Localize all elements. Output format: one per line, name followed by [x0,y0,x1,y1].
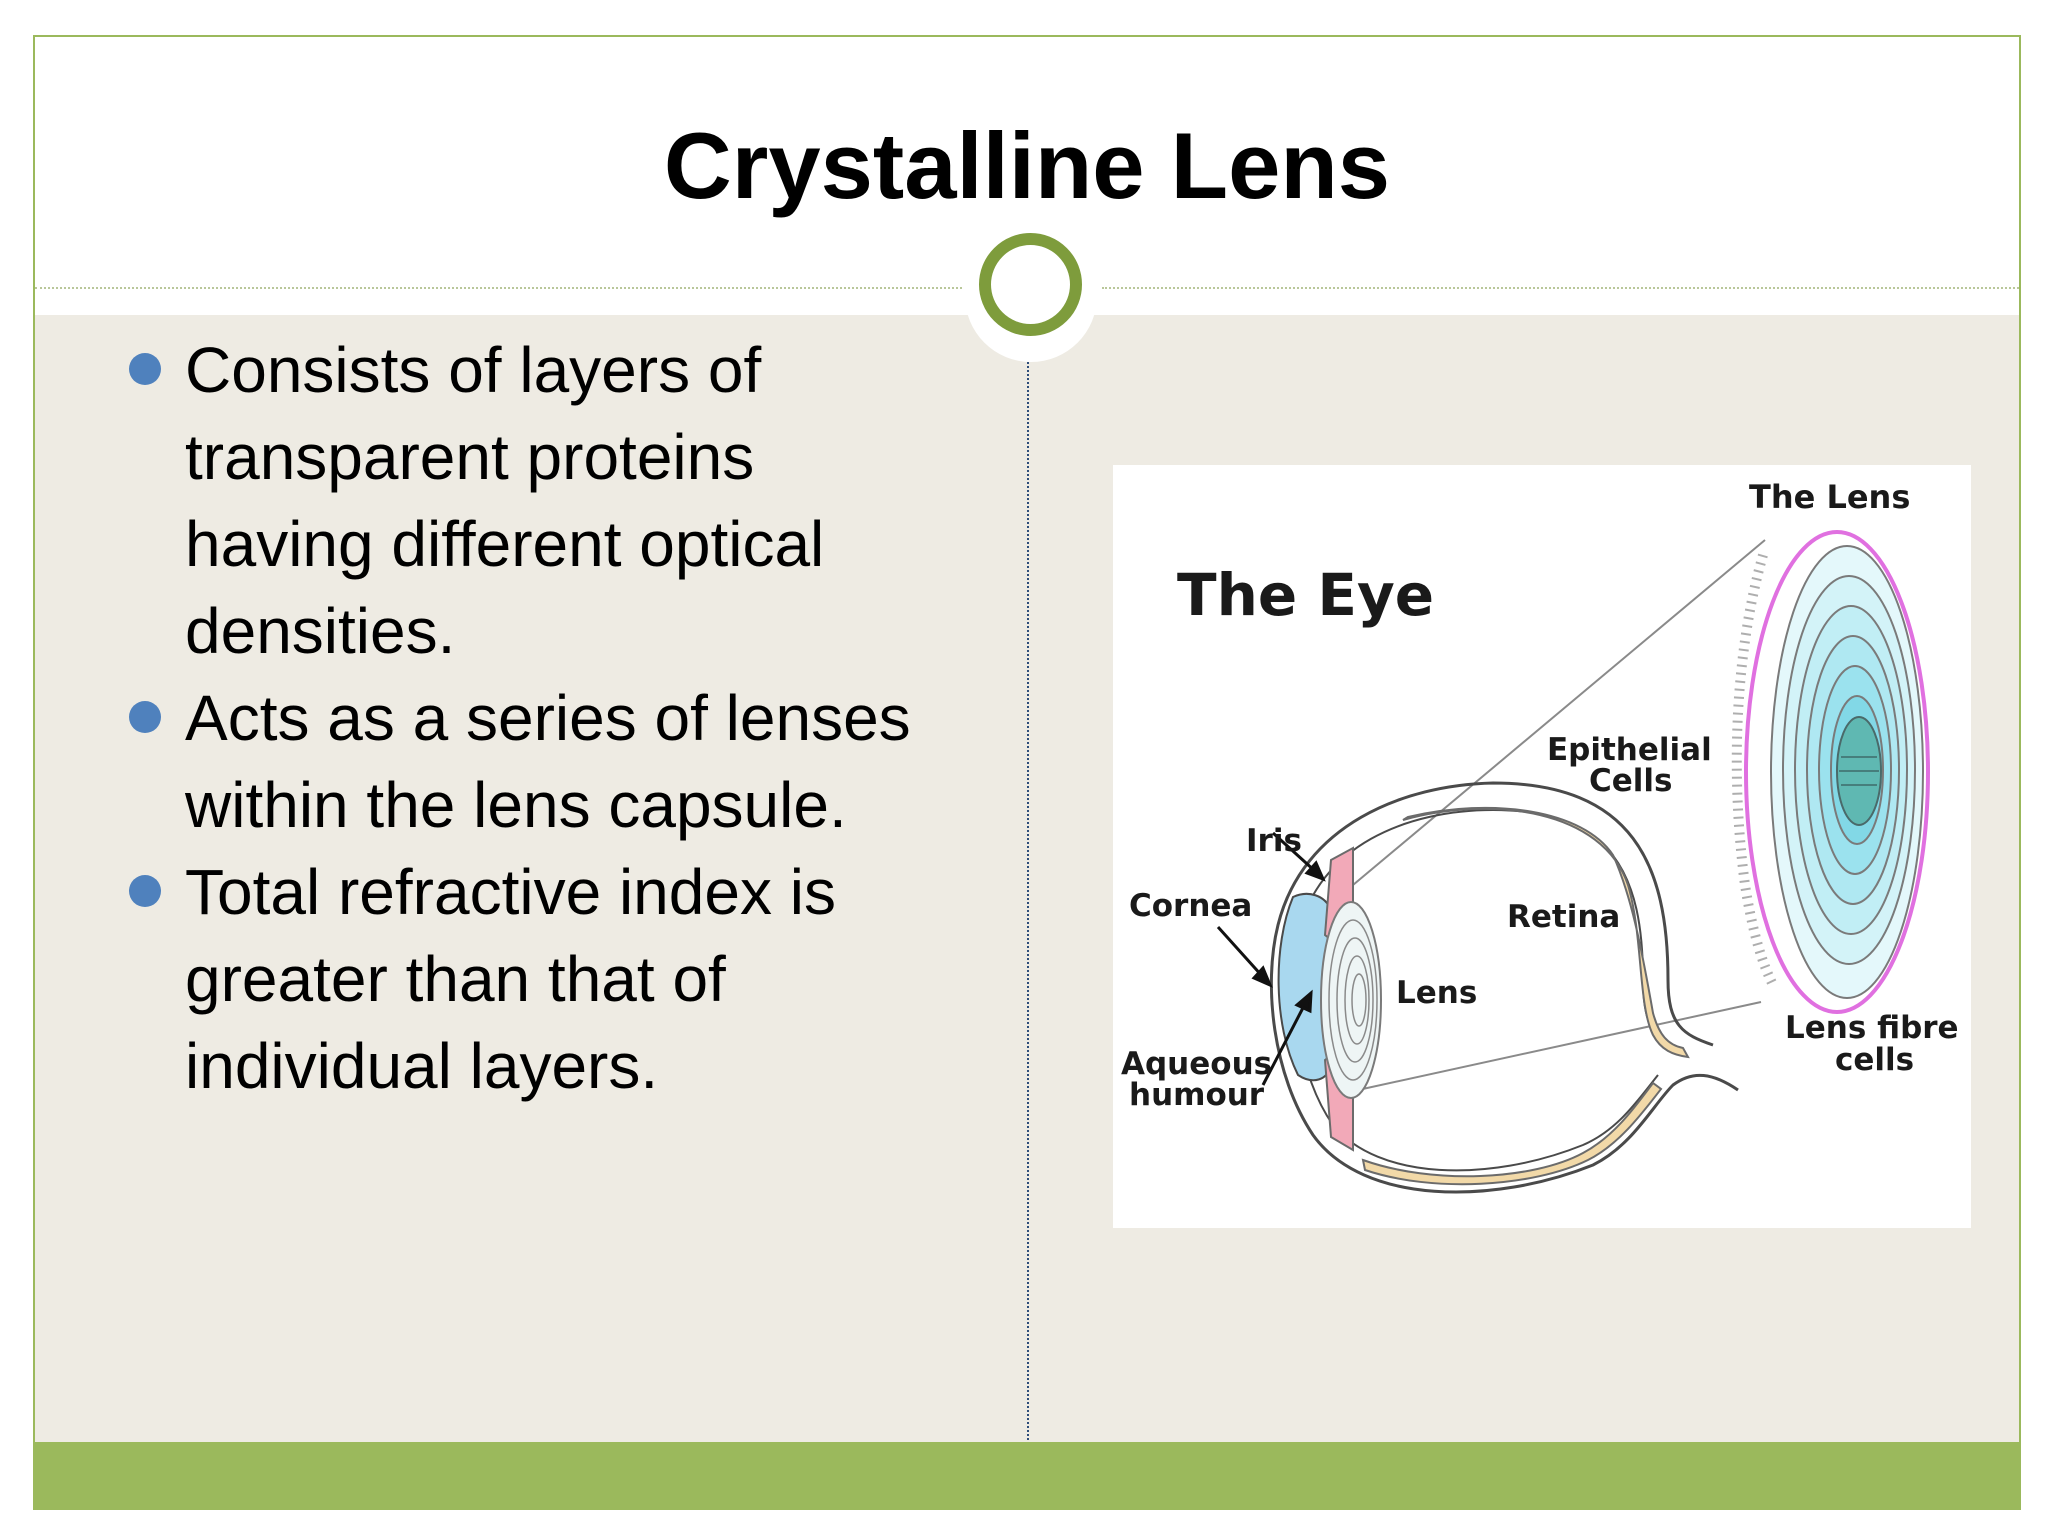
diagram-heading: The Eye [1177,561,1434,629]
projection-line-top [1352,539,1766,886]
label-lens-fibre: Lens fibre [1785,1010,1959,1046]
bullet-text: Acts as a series of lenses within the le… [185,682,911,841]
eye-diagram-illustration: The Eye [1121,478,1959,1194]
enlarged-lens [1731,530,1930,1014]
bullet-list: Consists of layers of transparent protei… [125,327,955,1110]
label-iris: Iris [1246,823,1302,859]
footer-bar [35,1442,2019,1508]
bullet-dot-icon [129,875,161,907]
bullet-text: Consists of layers of transparent protei… [185,334,825,667]
aqueous-humour-shape [1277,892,1332,1082]
slide: Crystalline Lens Consists of layers of t… [33,35,2021,1510]
label-aqueous: Aqueous [1121,1046,1272,1082]
bullet-dot-icon [129,701,161,733]
retina-shape [1402,806,1690,1059]
bullet-item: Total refractive index is greater than t… [125,849,955,1110]
label-lens: Lens [1396,975,1477,1011]
small-lens [1320,901,1382,1099]
eye-diagram: The Eye [1113,465,1971,1228]
bullet-text: Total refractive index is greater than t… [185,856,836,1102]
label-aqueous-humour: humour [1129,1077,1265,1113]
bullet-dot-icon [129,353,161,385]
slide-title: Crystalline Lens [663,113,1391,218]
ring-ornament [979,233,1082,336]
label-lens-fibre-cells: cells [1835,1042,1914,1078]
label-retina: Retina [1507,899,1620,935]
label-cornea: Cornea [1129,888,1252,924]
bullet-item: Acts as a series of lenses within the le… [125,675,955,849]
projection-line-bottom [1357,1001,1762,1091]
retina-lower-shape [1361,1081,1663,1186]
column-divider [1027,355,1029,1440]
title-rule-right [1102,287,2019,289]
label-epithelial-cells: Cells [1589,763,1672,799]
label-the-lens: The Lens [1749,478,1910,516]
bullet-item: Consists of layers of transparent protei… [125,327,955,675]
title-rule-left [35,287,962,289]
label-epithelial: Epithelial [1547,732,1712,768]
